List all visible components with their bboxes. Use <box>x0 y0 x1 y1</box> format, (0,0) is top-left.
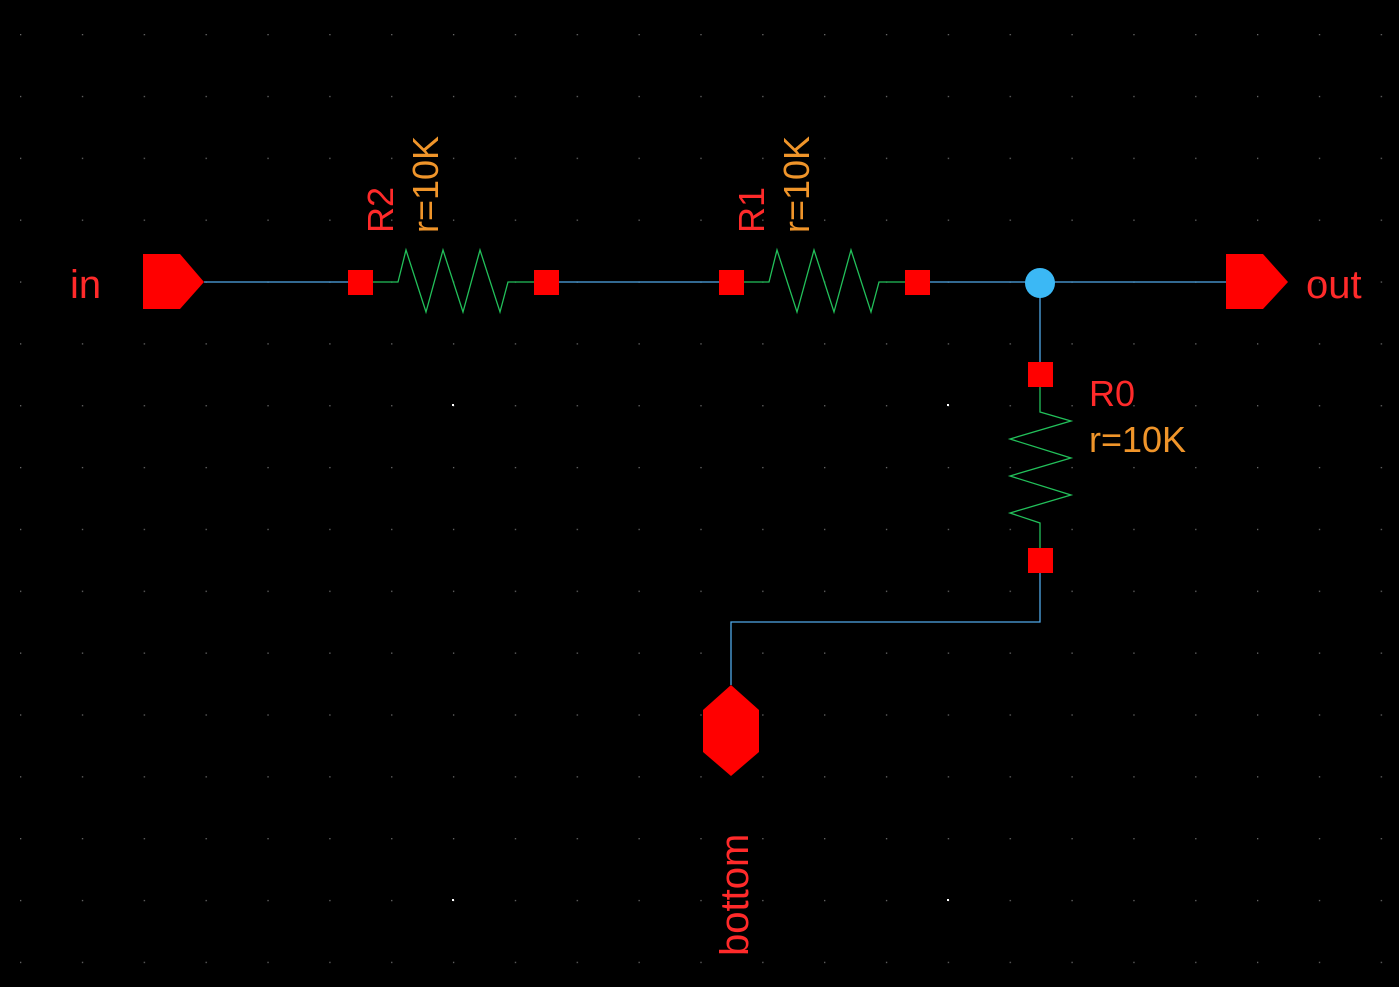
output-pin-icon[interactable] <box>1226 254 1288 309</box>
junction-dot[interactable] <box>1025 268 1055 298</box>
wire-r0-bottom <box>730 572 1041 685</box>
wires[interactable] <box>204 281 1226 685</box>
resistor-r1[interactable]: R1 r=10K <box>719 136 930 315</box>
pin-terminal[interactable] <box>534 270 559 295</box>
instance-label: R1 <box>731 187 772 233</box>
pin-out[interactable]: out <box>1226 254 1362 309</box>
pin-label-in: in <box>70 263 101 307</box>
pin-terminal[interactable] <box>905 270 930 295</box>
instance-label: R0 <box>1089 373 1135 414</box>
input-pin-icon[interactable] <box>143 254 204 309</box>
pin-terminal[interactable] <box>1028 362 1053 387</box>
pin-in[interactable]: in <box>70 254 204 309</box>
pin-label-bottom: bottom <box>713 834 757 956</box>
resistor-r0[interactable]: R0 r=10K <box>1007 362 1186 573</box>
resistor-body <box>1007 386 1074 548</box>
param-label: r=10K <box>405 136 446 233</box>
resistor-r2[interactable]: R2 r=10K <box>348 136 559 315</box>
resistor-body <box>372 247 534 315</box>
pin-terminal[interactable] <box>348 270 373 295</box>
resistor-body <box>743 247 905 315</box>
pin-label-out: out <box>1306 263 1362 307</box>
inout-pin-icon[interactable] <box>703 685 759 776</box>
pin-bottom[interactable]: bottom <box>703 685 759 956</box>
major-grid-dots <box>452 404 949 901</box>
param-label: r=10K <box>776 136 817 233</box>
param-label: r=10K <box>1089 419 1186 460</box>
pin-terminal[interactable] <box>1028 548 1053 573</box>
pin-terminal[interactable] <box>719 270 744 295</box>
instance-label: R2 <box>360 187 401 233</box>
